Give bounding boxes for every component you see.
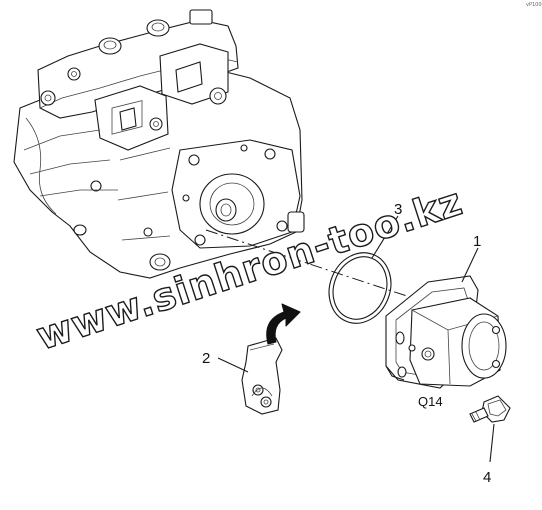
part-code-label: Q14 bbox=[418, 394, 443, 409]
callout-4: 4 bbox=[483, 469, 491, 486]
lock-plate-part bbox=[241, 337, 283, 415]
leader-line-1 bbox=[461, 247, 479, 283]
hydraulic-pump-body bbox=[13, 9, 305, 279]
bolt-part bbox=[469, 395, 511, 423]
gear-pump-part bbox=[385, 275, 507, 389]
install-direction-arrow bbox=[266, 303, 301, 345]
assembly-axis-line bbox=[205, 229, 481, 321]
leader-line-4 bbox=[489, 423, 495, 463]
leader-line-3 bbox=[371, 215, 399, 259]
callout-3: 3 bbox=[394, 201, 402, 218]
callout-1: 1 bbox=[473, 233, 481, 250]
leader-line-2 bbox=[217, 357, 249, 373]
corner-mark: vP1000 bbox=[526, 2, 542, 8]
callout-2: 2 bbox=[202, 350, 210, 367]
